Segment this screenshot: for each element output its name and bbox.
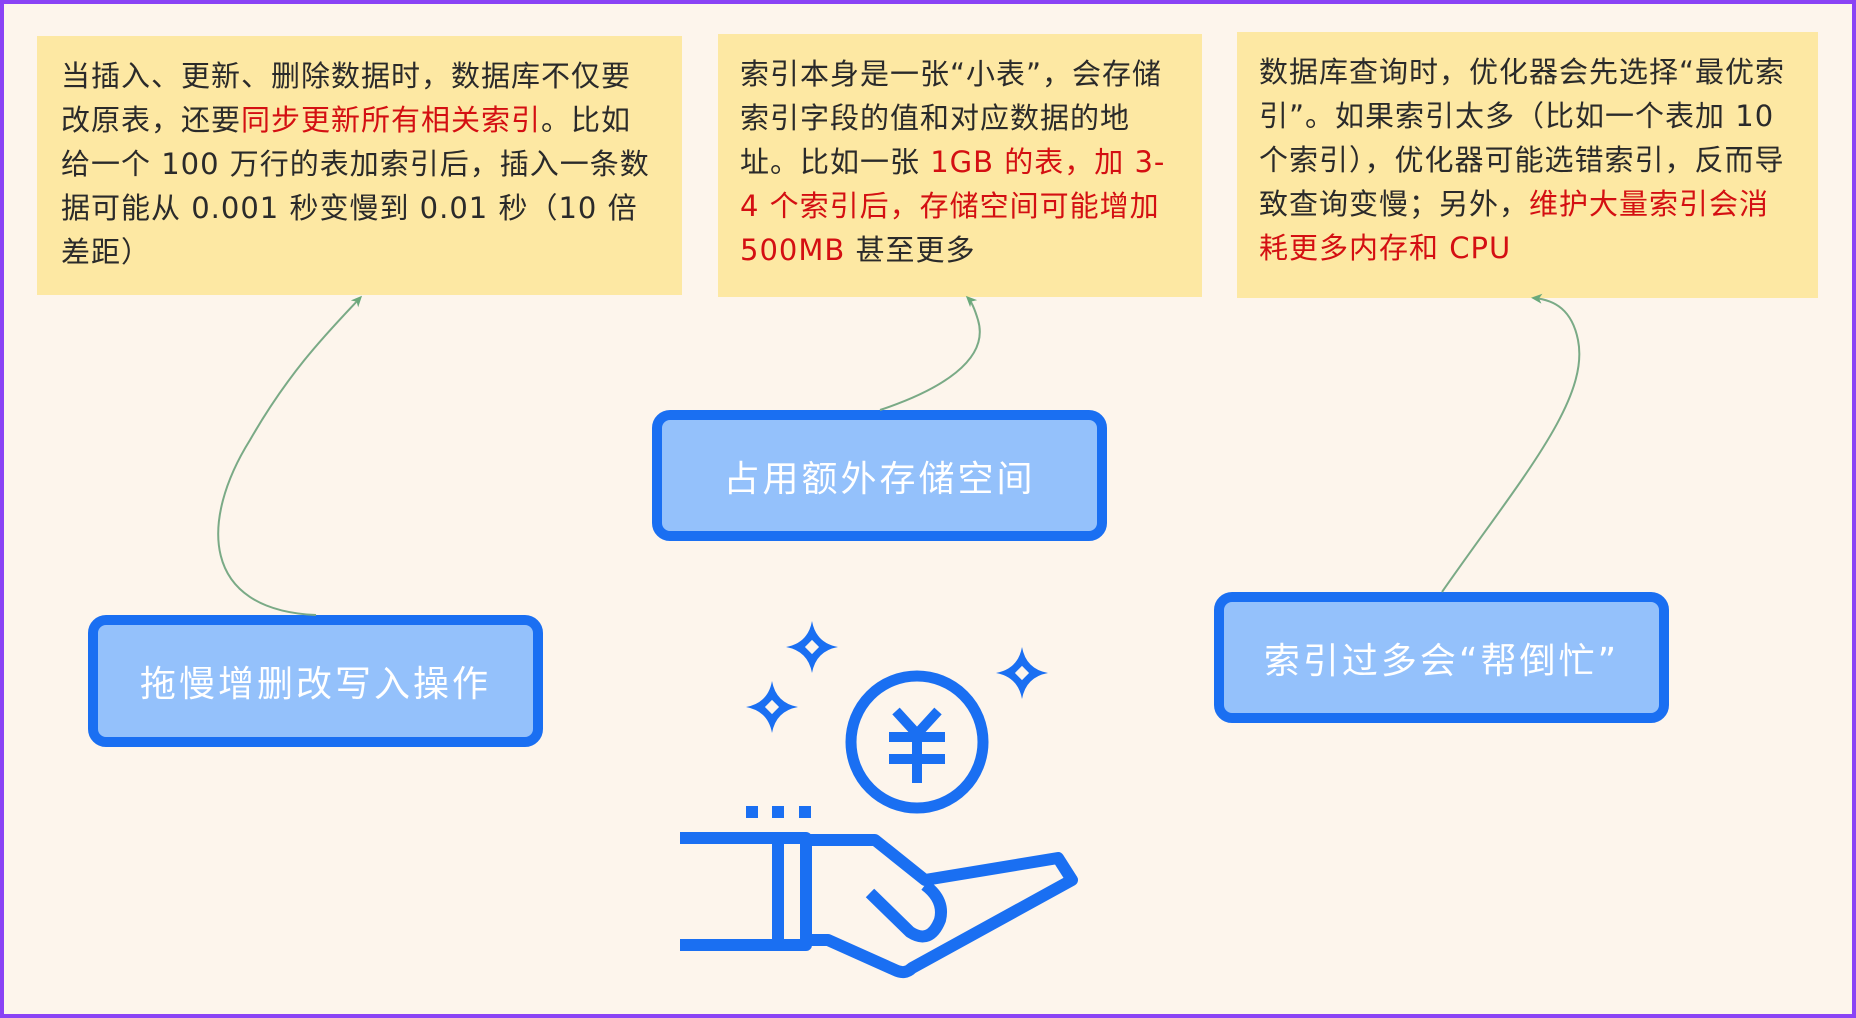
note-highlight-text: 同步更新所有相关索引 bbox=[241, 103, 542, 137]
node-label: 占用额外存储空间 bbox=[723, 458, 1036, 500]
note-too-many-indexes: 数据库查询时，优化器会先选择“最优索引”。如果索引太多（比如一个表加 10 个索… bbox=[1237, 32, 1818, 298]
node-label: 索引过多会“帮倒忙” bbox=[1263, 640, 1620, 682]
note-highlight-text: 维护大量索引会消耗更多内存和 CPU bbox=[1259, 187, 1770, 265]
note-text: 数据库查询时，优化器会先选择“最优索引”。如果索引太多（比如一个表加 10 个索… bbox=[1259, 55, 1786, 221]
node-too-many-indexes[interactable]: 索引过多会“帮倒忙” bbox=[1214, 592, 1669, 723]
note-text: 当插入、更新、删除数据时，数据库不仅要改原表，还要 bbox=[61, 59, 632, 137]
node-extra-storage[interactable]: 占用额外存储空间 bbox=[652, 410, 1107, 541]
note-text: 索引本身是一张“小表”，会存储索引字段的值和对应数据的地址。比如一张 bbox=[740, 57, 1163, 179]
note-slow-writes: 当插入、更新、删除数据时，数据库不仅要改原表，还要同步更新所有相关索引。比如给一… bbox=[37, 36, 682, 295]
note-extra-storage: 索引本身是一张“小表”，会存储索引字段的值和对应数据的地址。比如一张 1GB 的… bbox=[718, 34, 1202, 297]
note-text: 甚至更多 bbox=[845, 233, 976, 267]
node-label: 拖慢增删改写入操作 bbox=[139, 664, 491, 705]
node-slow-writes[interactable]: 拖慢增删改写入操作 bbox=[88, 615, 543, 747]
note-highlight-text: 1GB 的表，加 3-4 个索引后，存储空间可能增加 500MB bbox=[740, 145, 1166, 267]
note-text: 。比如给一个 100 万行的表加索引后，插入一条数据可能从 0.001 秒变慢到… bbox=[61, 103, 650, 269]
